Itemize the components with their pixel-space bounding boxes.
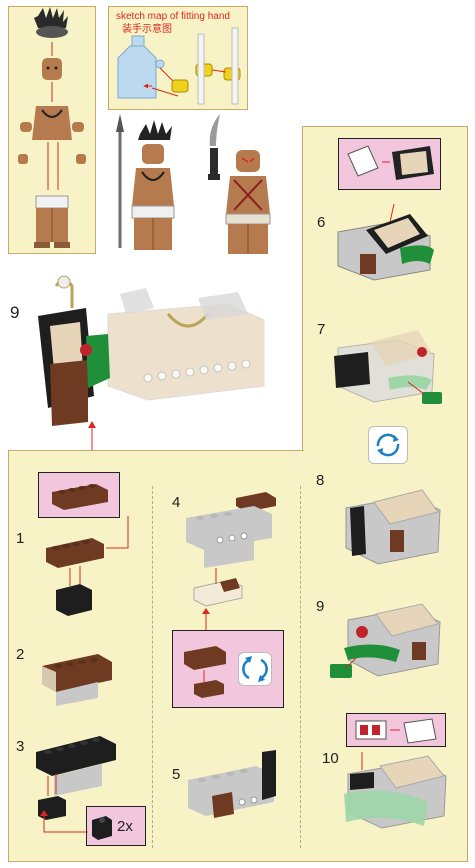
step-9-big-label: 9	[10, 303, 20, 322]
step-8-model	[345, 489, 441, 565]
step-3-label: 3	[16, 738, 25, 755]
minifig-head	[42, 58, 62, 80]
step-4-label: 4	[172, 494, 181, 511]
step-6-model	[337, 203, 434, 281]
step-9-model	[330, 603, 441, 678]
step-5-model	[188, 750, 276, 818]
green-slope-part	[422, 392, 442, 404]
hand-piece-icon	[171, 79, 189, 93]
sketch-map-illustration	[117, 27, 241, 105]
step-4-arrow	[202, 608, 210, 630]
step-2-label: 2	[16, 646, 25, 663]
sticker-sheet-icon	[347, 145, 379, 177]
sketch-map-title-cn: 装手示意图	[122, 24, 172, 35]
step-2-model	[42, 654, 112, 706]
step-9-label: 9	[316, 598, 325, 615]
callout-step-6-parts	[347, 145, 434, 180]
green-slope-part	[330, 664, 352, 678]
sketch-map-title: sketch map of fitting hand	[116, 11, 230, 22]
multiplier-label: 2x	[117, 818, 133, 835]
rotate-icon	[368, 426, 408, 464]
finished-minifigs	[116, 114, 271, 254]
step-7-label: 7	[317, 321, 326, 338]
step-8-label: 8	[316, 472, 325, 489]
callout-step-10-parts	[355, 718, 437, 744]
sword-icon	[209, 114, 220, 146]
step-6-label: 6	[317, 214, 326, 231]
step-10-model	[344, 752, 447, 829]
step-9-big-model	[38, 275, 265, 426]
rotate-icon-arrows	[376, 433, 400, 457]
step-1-model	[46, 516, 129, 616]
step-5-label: 5	[172, 766, 181, 783]
step-7-model	[334, 330, 442, 404]
step-4-model	[186, 492, 276, 607]
step-10-label: 10	[322, 750, 339, 767]
rotate-icon-small-arrows	[242, 656, 268, 682]
step-3-model	[36, 736, 116, 820]
arrow-up-to-step-9	[88, 421, 96, 450]
step-3-arrow	[40, 810, 88, 833]
minifig-torso	[32, 106, 72, 140]
callout-step-1-part	[52, 484, 108, 510]
callout-step-4-parts	[184, 646, 226, 698]
callout-step-3-part	[92, 816, 112, 840]
divider-2	[300, 486, 301, 848]
step-1-label: 1	[16, 530, 25, 547]
minifig-assembly-illustration	[18, 7, 86, 248]
divider-1	[152, 486, 153, 848]
minifig-hips	[35, 195, 69, 209]
headdress-icon	[34, 7, 68, 38]
